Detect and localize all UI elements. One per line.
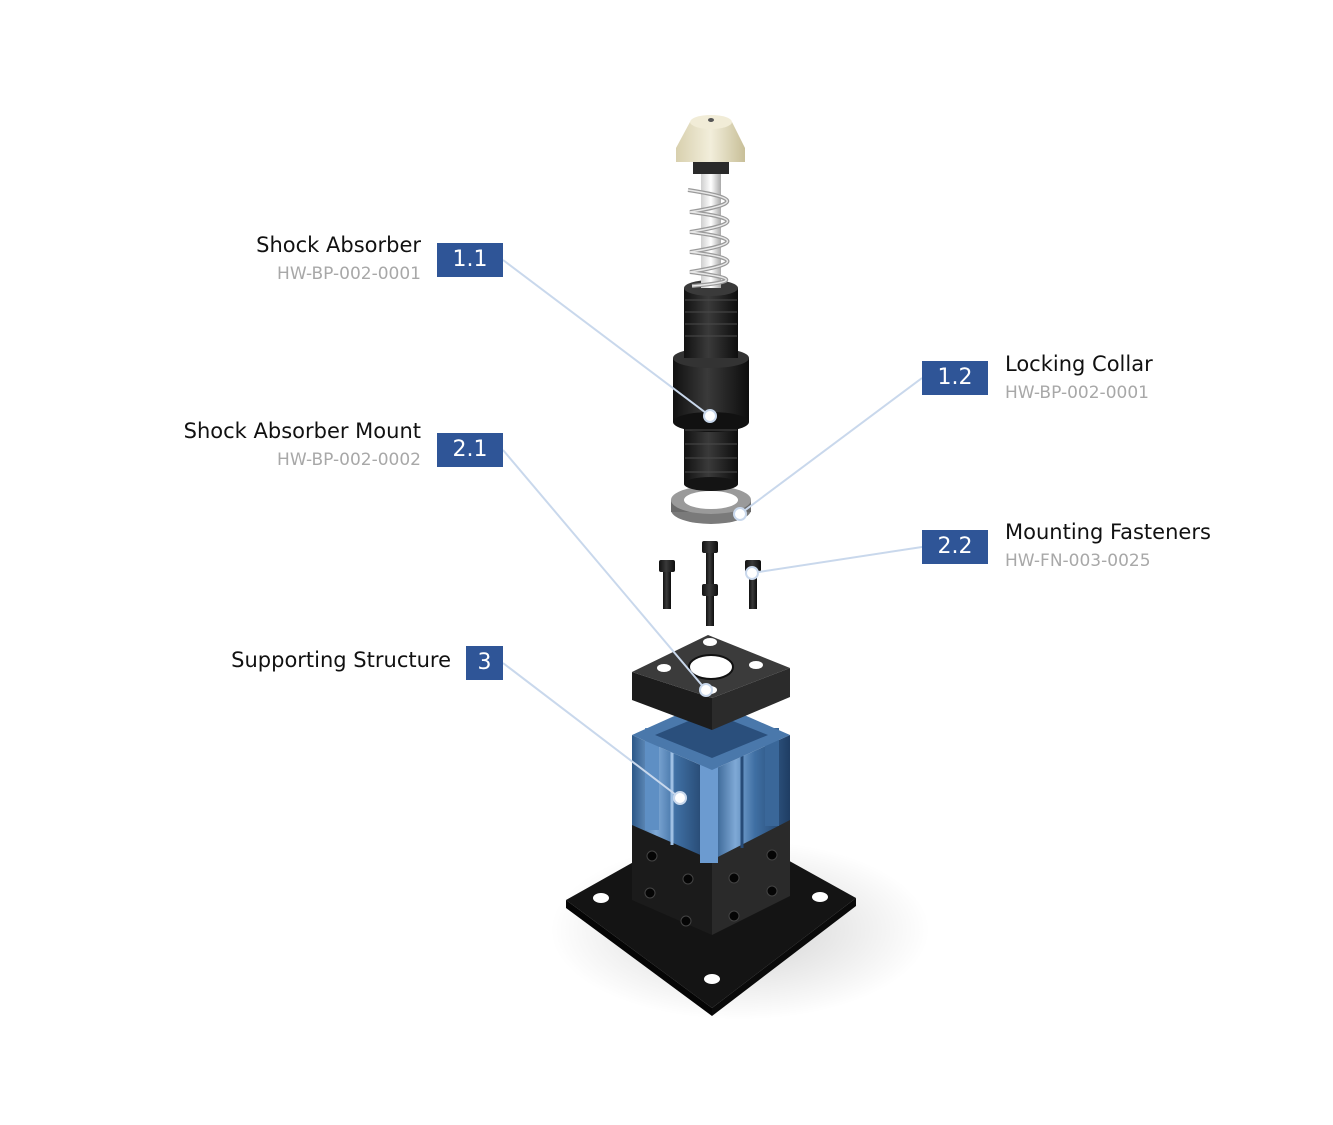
callout-1-1-badge: 1.1 [437,243,503,277]
shock-absorber [673,115,749,491]
mounting-fasteners [659,541,761,626]
callout-2-1-part-number: HW-BP-002-0002 [277,450,421,470]
callout-1-2-part-number: HW-BP-002-0001 [1005,383,1149,403]
callout-2-2-part-number: HW-FN-003-0025 [1005,551,1151,571]
leader-lines [502,259,923,799]
callout-3-name: Supporting Structure [231,648,451,672]
callout-3-badge: 3 [466,646,503,680]
leader-end-dots [673,409,759,805]
mount-plate [632,635,790,730]
callout-1-2-name: Locking Collar [1005,352,1153,376]
callout-2-2-badge: 2.2 [922,530,988,564]
callout-2-2-name: Mounting Fasteners [1005,520,1211,544]
callout-2-1-name: Shock Absorber Mount [183,419,421,443]
callout-1-1-name: Shock Absorber [256,233,421,257]
callout-1-2-badge: 1.2 [922,361,988,395]
callout-1-1-part-number: HW-BP-002-0001 [277,264,421,284]
aluminum-profiles [632,700,790,863]
callout-2-1-badge: 2.1 [437,433,503,467]
locking-collar [671,486,751,524]
